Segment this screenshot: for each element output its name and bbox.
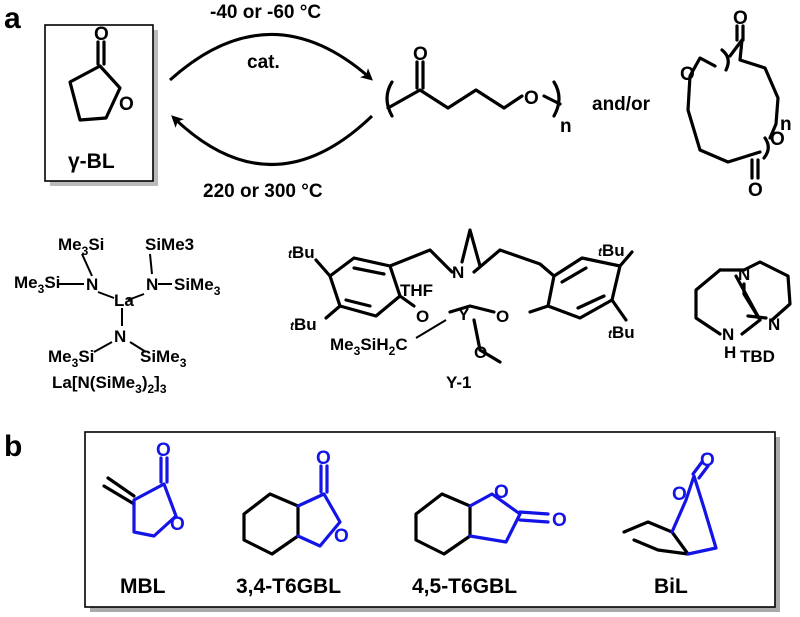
tbd-catalyst: N N H N TBD (694, 260, 792, 366)
polymer-chain-o: O (524, 88, 539, 109)
tbd-n-top: N (738, 265, 750, 284)
la-sime3-1: SiMe3 (145, 235, 194, 254)
svg-text:Me3Si: Me3Si (14, 273, 60, 296)
cyclic-o-bottom: O (748, 180, 763, 201)
y1-label: Y-1 (446, 373, 472, 392)
t34-label: 3,4-T6GBL (236, 575, 341, 598)
svg-text:tBu: tBu (598, 241, 625, 260)
svg-text:Me3SiH2C: Me3SiH2C (330, 335, 408, 358)
gbl-ring-o: O (119, 94, 134, 115)
la-me3si-1: Me (58, 235, 82, 254)
y1-catalyst: tBu tBu tBu tBu THF N O Y O O Me3SiH2C Y… (288, 228, 635, 392)
svg-text:tBu: tBu (290, 315, 317, 334)
panel-b-box (84, 431, 780, 612)
t6gbl34-structure: O O 3,4-T6GBL (236, 448, 349, 598)
tbu-1: Bu (292, 243, 315, 262)
svg-text:SiMe3: SiMe3 (174, 275, 221, 298)
cyclic-o-top: O (733, 8, 748, 29)
top-condition: -40 or -60 °C (210, 2, 321, 23)
linear-polymer: O O n (385, 44, 572, 137)
reverse-arrow (171, 114, 374, 166)
la-center: La (114, 291, 134, 310)
t45-o-ring: O (494, 482, 509, 503)
y1-o-left: O (416, 307, 429, 326)
bottom-condition: 220 or 300 °C (203, 181, 323, 202)
la-n-left: N (86, 275, 98, 294)
gbl-carbonyl-o: O (94, 24, 109, 45)
mbl-o-top: O (156, 440, 171, 461)
bil-o-top: O (700, 450, 715, 471)
y1-n: N (452, 263, 464, 282)
cyclic-o-bottom-ring: O (770, 129, 785, 150)
tbd-label: TBD (740, 347, 775, 366)
svg-text:Me3Si: Me3Si (58, 235, 104, 258)
y1-center: Y (458, 305, 470, 324)
svg-text:La[N(SiMe3)2]3: La[N(SiMe3)2]3 (52, 373, 167, 396)
t45-label: 4,5-T6GBL (412, 575, 517, 598)
y1-o-right: O (496, 307, 509, 326)
bil-label: BiL (654, 575, 688, 598)
thf-label: THF (400, 281, 433, 300)
tbd-nh: N (722, 325, 734, 344)
t45-o-carbonyl: O (552, 510, 567, 531)
cyclic-o-ring: O (680, 64, 695, 85)
gamma-bl-box: O O γ-BL (44, 24, 158, 186)
svg-text:Me3Si: Me3Si (48, 347, 94, 370)
t34-o-top: O (316, 448, 331, 469)
svg-text:tBu: tBu (288, 243, 315, 262)
t6gbl45-structure: O O 4,5-T6GBL (412, 482, 567, 598)
tbd-h: H (724, 343, 736, 362)
polymer-n: n (560, 116, 572, 137)
svg-text:SiMe3: SiMe3 (140, 347, 187, 370)
panel-label-a: a (4, 2, 21, 35)
y1-o-bottom: O (474, 343, 487, 362)
and-or: and/or (592, 94, 651, 115)
panel-label-b: b (4, 430, 22, 463)
cyclic-n: n (780, 114, 792, 135)
cyclic-polymer: O O O O n (680, 8, 792, 201)
bil-o-ring: O (672, 484, 687, 505)
mbl-structure: O O MBL (102, 440, 185, 598)
tbd-n-right: N (768, 315, 780, 334)
mbl-label: MBL (120, 575, 166, 598)
gbl-label: γ-BL (68, 150, 115, 173)
la-catalyst: Me3Si Me3Si SiMe3 SiMe3 N N La N Me3Si S… (14, 235, 221, 396)
svg-text:tBu: tBu (608, 323, 635, 342)
la-n-bottom: N (114, 327, 126, 346)
catalyst-label: cat. (247, 52, 280, 73)
la-n-right: N (146, 275, 158, 294)
polymer-carbonyl-o: O (413, 44, 428, 65)
bil-structure: O O BiL (622, 450, 718, 598)
forward-arrow (168, 33, 374, 82)
t34-o-ring: O (334, 526, 349, 547)
mbl-o-ring: O (170, 514, 185, 535)
